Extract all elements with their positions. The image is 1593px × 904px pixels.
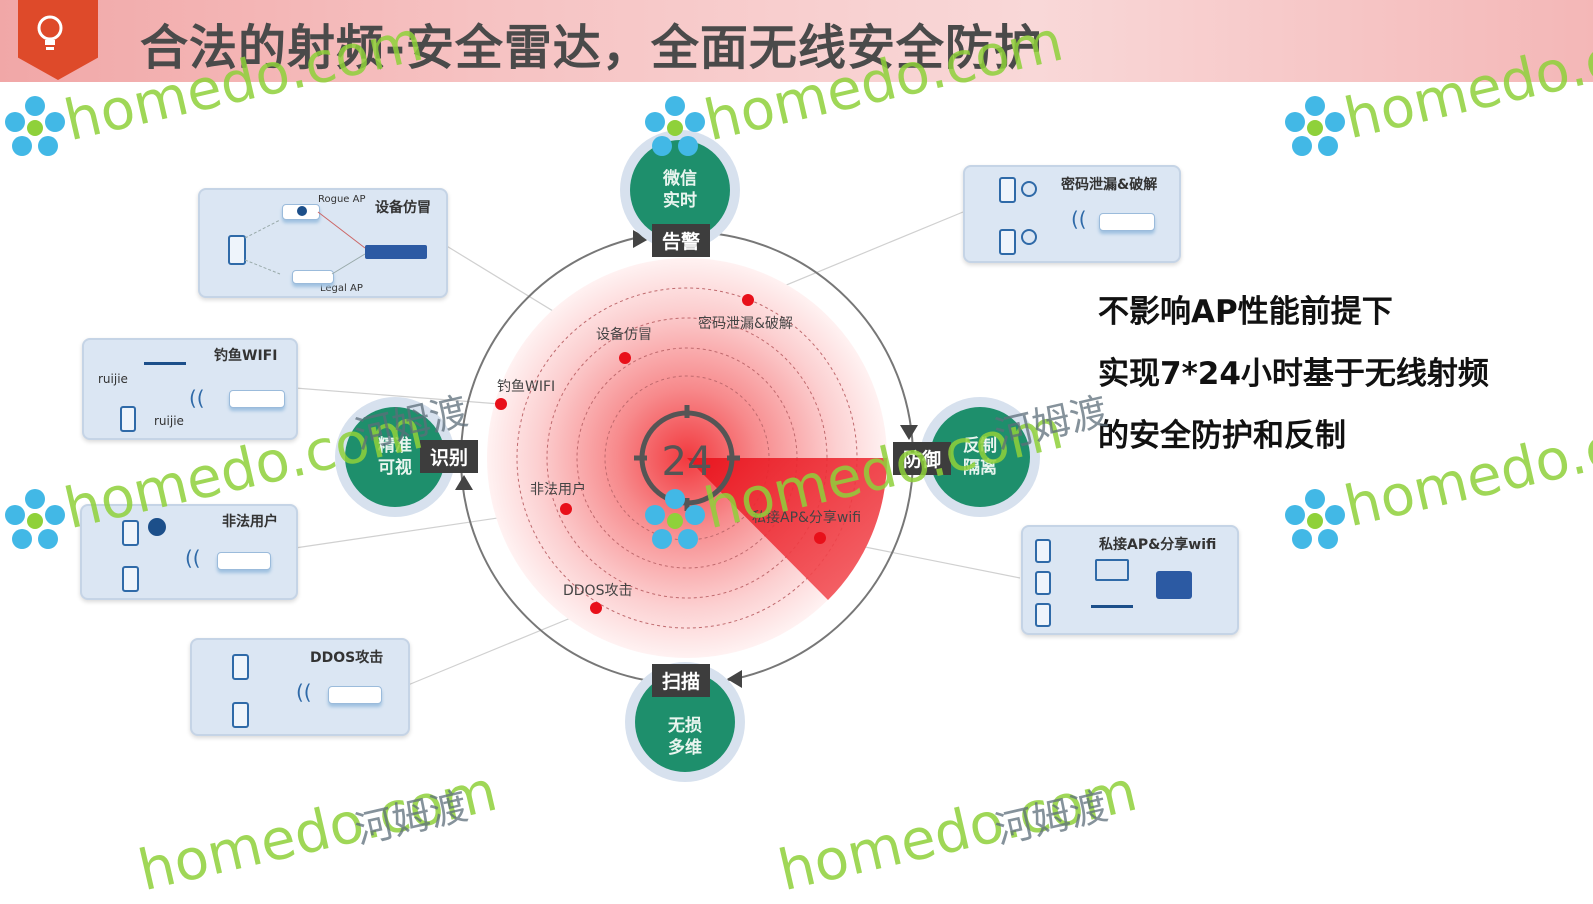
target-ticks	[634, 405, 740, 511]
stage-bottom-tag: 扫描	[652, 664, 711, 697]
stage-bottom-line2: 多维	[668, 738, 702, 758]
card-password: 密码泄漏&破解 ((	[963, 165, 1181, 263]
radar-points	[495, 294, 826, 614]
phone-icon	[999, 177, 1016, 203]
skull-icon	[148, 518, 166, 536]
arrow-top	[633, 230, 649, 248]
stage-top-circle: 微信 实时	[630, 140, 730, 240]
stage-left-line1: 精准	[378, 436, 412, 456]
phone-icon	[122, 566, 139, 592]
phone-icon	[1035, 603, 1051, 627]
stage-top-line1: 微信	[663, 169, 697, 189]
usb-wifi-icon	[1156, 571, 1192, 599]
point-private	[814, 532, 826, 544]
label-ddos: DDOS攻击	[563, 583, 632, 599]
point-ddos	[590, 602, 602, 614]
router-icon	[1091, 597, 1133, 608]
stage-right-line2: 隔离	[963, 458, 997, 478]
phone-icon	[999, 229, 1016, 255]
card-spoof-title: 设备仿冒	[375, 200, 431, 216]
flower-logo-icon	[645, 489, 705, 549]
ap-icon	[229, 390, 285, 408]
stage-left-line2: 可视	[378, 458, 412, 478]
side-text-line1: 不影响AP性能前提下	[1098, 294, 1393, 330]
rogue-ap-label: Rogue AP	[318, 194, 366, 205]
label-spoof: 设备仿冒	[596, 326, 652, 343]
arrow-right	[900, 425, 918, 440]
phone-icon	[122, 520, 139, 546]
card-password-title: 密码泄漏&破解	[1061, 177, 1158, 193]
spoof-lines	[244, 211, 366, 275]
card-ddos: DDOS攻击 ((	[190, 638, 410, 736]
flower-logo-icon	[1285, 489, 1345, 549]
flower-logo-icon	[5, 96, 65, 156]
stage-top-line2: 实时	[663, 191, 697, 211]
switch-icon	[365, 245, 427, 259]
phone-icon	[232, 654, 249, 680]
ap-icon	[217, 552, 271, 570]
phone-icon	[228, 235, 246, 265]
card-phish: 钓鱼WIFI ruijie ruijie ((	[82, 338, 298, 440]
label-password: 密码泄漏&破解	[698, 315, 793, 332]
flower-logo-icon	[645, 96, 705, 156]
card-spoof: 设备仿冒 Rogue AP Legal AP	[198, 188, 448, 298]
side-text-line2: 实现7*24小时基于无线射频	[1098, 356, 1489, 392]
phone-icon	[120, 406, 136, 432]
stage-right-tag: 防御	[893, 442, 952, 475]
card-private-title: 私接AP&分享wifi	[1099, 537, 1217, 553]
ap-icon	[328, 686, 382, 704]
key-icon	[1021, 181, 1037, 197]
flower-logo-icon	[5, 489, 65, 549]
card-illegal: 非法用户 ((	[80, 504, 298, 600]
phone-icon	[232, 702, 249, 728]
router-icon	[144, 354, 186, 365]
card-private: 私接AP&分享wifi	[1021, 525, 1239, 635]
stage-right-line1: 反制	[963, 436, 997, 456]
ap-icon	[1099, 213, 1155, 231]
radar-sweep	[687, 458, 888, 600]
lightbulb-icon	[37, 15, 63, 50]
point-phish	[495, 398, 507, 410]
point-illegal	[560, 503, 572, 515]
legal-ap-label: Legal AP	[320, 283, 363, 294]
stage-left-circle: 精准 可视	[345, 407, 445, 507]
legal-ap-icon	[292, 270, 334, 284]
stage-bottom-line1: 无损	[668, 716, 702, 736]
wifi-signal-icon: ((	[296, 680, 312, 704]
ssid-label-1: ruijie	[98, 372, 128, 386]
center-number: 24	[662, 439, 713, 485]
phone-icon	[1035, 571, 1051, 595]
arrow-left	[455, 475, 473, 490]
wifi-signal-icon: ((	[185, 546, 201, 570]
stage-left-tag: 识别	[420, 440, 479, 473]
stage-top-tag: 告警	[652, 224, 711, 257]
label-phish: 钓鱼WIFI	[497, 378, 555, 395]
title-bar	[0, 0, 1593, 82]
card-illegal-title: 非法用户	[222, 514, 278, 530]
wifi-signal-icon: ((	[189, 386, 205, 410]
side-text-line3: 的安全防护和反制	[1098, 418, 1346, 454]
label-private: 私接AP&分享wifi	[752, 509, 861, 526]
key-icon	[1021, 229, 1037, 245]
point-password	[742, 294, 754, 306]
ssid-label-2: ruijie	[154, 414, 184, 428]
flower-logo-icon	[1285, 96, 1345, 156]
label-illegal: 非法用户	[530, 481, 586, 498]
card-ddos-title: DDOS攻击	[310, 650, 384, 666]
skull-icon	[297, 206, 307, 216]
wifi-signal-icon: ((	[1071, 207, 1087, 231]
point-spoof	[619, 352, 631, 364]
page-title: 合法的射频-安全雷达，全面无线安全防护	[140, 20, 1043, 76]
arrow-bottom	[727, 670, 742, 688]
laptop-icon	[1095, 559, 1129, 581]
card-phish-title: 钓鱼WIFI	[214, 348, 278, 364]
phone-icon	[1035, 539, 1051, 563]
